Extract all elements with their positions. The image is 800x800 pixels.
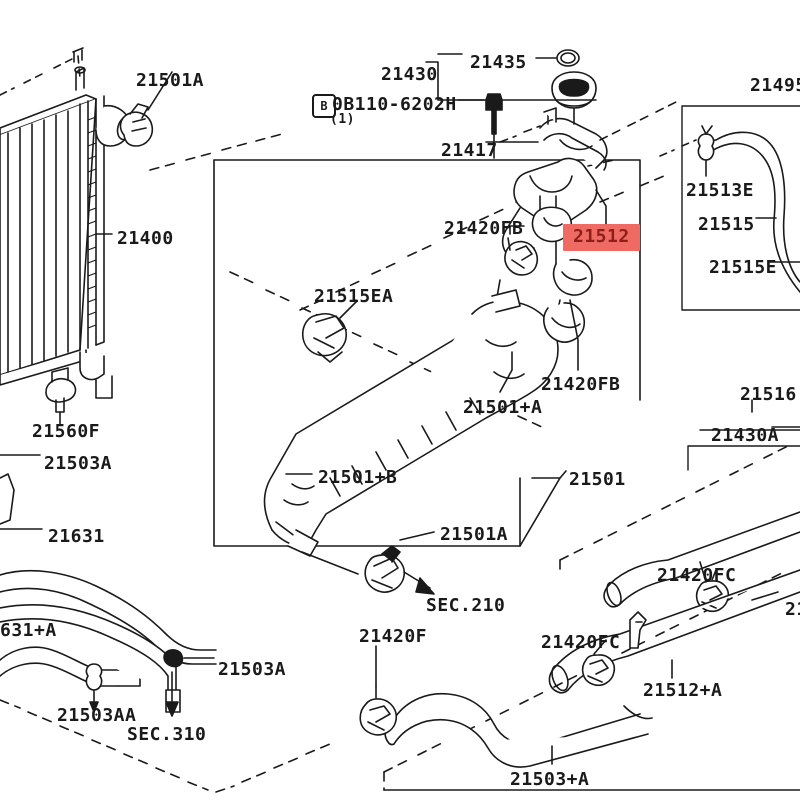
part-callout-21515ea[interactable]: 21515EA [314, 286, 394, 307]
leader-21501 [531, 470, 567, 479]
clamp-21515EA [301, 301, 357, 363]
clamp-21501A-sec210 [364, 531, 435, 595]
clamp-21420FB-upper [504, 237, 539, 276]
clamp-21420FC-lower [581, 654, 616, 687]
part-callout-21420f[interactable]: 21420F [359, 626, 428, 647]
leader-21501A-mid [499, 351, 513, 393]
lower-pipe-assembly [383, 445, 800, 791]
part-callout-21501a[interactable]: 21501A [136, 70, 205, 91]
part-callout-21503a[interactable]: 21503A [218, 659, 287, 680]
clamp-21501A-upper-left [119, 71, 173, 147]
bolt-class-badge: B [312, 94, 336, 118]
hose-to-sec310 [0, 604, 181, 713]
clip-21513E [697, 125, 715, 177]
leader-21420FB-upper [509, 225, 525, 235]
leader-21420FC-lower [593, 639, 607, 655]
part-callout-21435[interactable]: 21435 [470, 52, 527, 73]
part-callout-21501+a[interactable]: 21501+A [463, 397, 543, 418]
part-callout-21495[interactable]: 21495 [750, 75, 800, 96]
part-callout-21503a[interactable]: 21503A [44, 453, 113, 474]
radiator-cap-21430 [551, 71, 597, 125]
part-callout-21400[interactable]: 21400 [117, 228, 174, 249]
part-callout-21417[interactable]: 21417 [441, 140, 498, 161]
gasket-21435 [535, 49, 580, 67]
bracket-21430 [425, 61, 597, 101]
part-callout-21512[interactable]: 21512 [563, 224, 640, 251]
clip-21503AA [85, 663, 103, 713]
part-callout-21420fc[interactable]: 21420FC [541, 632, 621, 653]
group-box-21495 [681, 105, 800, 311]
part-callout-21515e[interactable]: 21515E [709, 257, 778, 278]
part-callout-21503aa[interactable]: 21503AA [57, 705, 137, 726]
group-box-right-lower [687, 429, 800, 471]
part-callout-0b1106202h[interactable]: 0B110-6202H [332, 94, 457, 115]
bracket-small [629, 611, 647, 649]
part-callout-21631[interactable]: 21631 [48, 526, 105, 547]
part-callout-21513e[interactable]: 21513E [686, 180, 755, 201]
drain-plug-21560F [45, 367, 77, 425]
part-callout-21[interactable]: 21 [785, 599, 800, 620]
part-callout-21430[interactable]: 21430 [381, 64, 438, 85]
leader-right-edge [751, 591, 779, 601]
part-callout-1[interactable]: (1) [330, 112, 355, 127]
part-callout-sec210[interactable]: SEC.210 [426, 595, 506, 616]
bolt-0B110-6202H [485, 93, 503, 159]
elbow-21417 [539, 107, 608, 171]
part-callout-21560f[interactable]: 21560F [32, 421, 101, 442]
part-callout-21503+a[interactable]: 21503+A [510, 769, 590, 790]
part-callout-21420fb[interactable]: 21420FB [541, 374, 621, 395]
part-callout-21516[interactable]: 21516 [740, 384, 797, 405]
clamp-21420F [359, 685, 398, 736]
part-callout-631+a[interactable]: 631+A [0, 620, 57, 641]
leader-21512 [595, 189, 607, 231]
housing-21512 [501, 157, 598, 343]
leader-21420FB-lower [569, 299, 579, 371]
reservoir-left [0, 473, 15, 525]
part-callout-21420fb[interactable]: 21420FB [444, 218, 524, 239]
leader-21420FC-upper [699, 561, 707, 583]
part-callout-21501[interactable]: 21501 [569, 469, 626, 490]
clamp-21503A-lower [163, 649, 215, 668]
part-callout-21512+a[interactable]: 21512+A [643, 680, 723, 701]
part-callout-21501+b[interactable]: 21501+B [318, 467, 398, 488]
radiator-21400 [0, 47, 136, 399]
upper-hose-21501 [263, 279, 559, 557]
part-callout-21420fc[interactable]: 21420FC [657, 565, 737, 586]
group-box-21501 [213, 159, 641, 547]
part-callout-21430a[interactable]: 21430A [711, 425, 780, 446]
part-callout-21501a[interactable]: 21501A [440, 524, 509, 545]
hose-21515 [707, 131, 800, 293]
part-callout-21515[interactable]: 21515 [698, 214, 755, 235]
leader-into-clamp [301, 551, 359, 575]
part-callout-sec310[interactable]: SEC.310 [127, 724, 207, 745]
arrow-sec310 [165, 671, 179, 717]
